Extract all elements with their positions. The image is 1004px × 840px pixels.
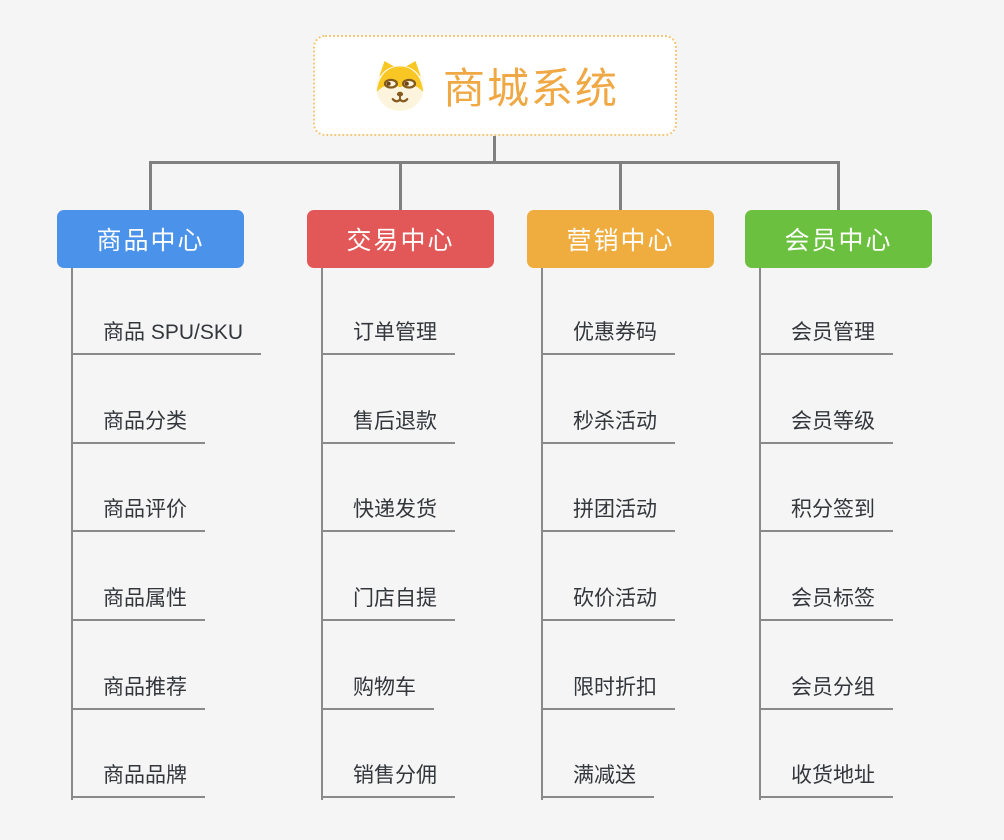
branch-node-label: 商品中心 <box>96 227 205 255</box>
branch-node-label: 会员中心 <box>784 227 893 255</box>
child-node[interactable]: 优惠券码 <box>541 320 675 355</box>
child-node[interactable]: 会员标签 <box>759 586 893 621</box>
child-node[interactable]: 收货地址 <box>759 763 893 798</box>
branch-node-marketing-center[interactable]: 营销中心 <box>527 210 714 268</box>
child-node[interactable]: 限时折扣 <box>541 675 675 710</box>
branch-node-product-center[interactable]: 商品中心 <box>57 210 244 268</box>
trunk-line-member <box>759 268 761 800</box>
child-node[interactable]: 商品分类 <box>71 409 205 444</box>
branch-node-trade-center[interactable]: 交易中心 <box>307 210 494 268</box>
connector-drop-trade <box>399 163 402 211</box>
child-node[interactable]: 会员等级 <box>759 409 893 444</box>
child-node[interactable]: 快递发货 <box>321 497 455 532</box>
child-node[interactable]: 商品属性 <box>71 586 205 621</box>
child-node[interactable]: 砍价活动 <box>541 586 675 621</box>
child-node[interactable]: 订单管理 <box>321 320 455 355</box>
child-node[interactable]: 购物车 <box>321 675 434 710</box>
connector-drop-member <box>837 163 840 211</box>
child-node[interactable]: 积分签到 <box>759 497 893 532</box>
child-node[interactable]: 秒杀活动 <box>541 409 675 444</box>
child-node[interactable]: 商品推荐 <box>71 675 205 710</box>
connector-drop-product <box>149 163 152 211</box>
trunk-line-product <box>71 268 73 800</box>
connector-horizontal-bar <box>149 161 840 164</box>
branch-node-label: 交易中心 <box>346 227 455 255</box>
child-node[interactable]: 销售分佣 <box>321 763 455 798</box>
connector-drop-marketing <box>619 163 622 211</box>
child-node[interactable]: 满减送 <box>541 763 654 798</box>
trunk-line-marketing <box>541 268 543 800</box>
child-node[interactable]: 售后退款 <box>321 409 455 444</box>
child-node[interactable]: 拼团活动 <box>541 497 675 532</box>
root-node[interactable]: 商城系统 <box>313 35 677 136</box>
root-node-label: 商城系统 <box>442 65 619 112</box>
shiba-dog-icon <box>371 59 429 112</box>
branch-node-label: 营销中心 <box>566 227 675 255</box>
child-node[interactable]: 会员管理 <box>759 320 893 355</box>
child-node[interactable]: 会员分组 <box>759 675 893 710</box>
child-node[interactable]: 商品 SPU/SKU <box>71 320 262 355</box>
trunk-line-trade <box>321 268 323 800</box>
child-node[interactable]: 门店自提 <box>321 586 455 621</box>
connector-root-stub <box>493 136 496 163</box>
child-node[interactable]: 商品品牌 <box>71 763 205 798</box>
branch-node-member-center[interactable]: 会员中心 <box>745 210 932 268</box>
child-node[interactable]: 商品评价 <box>71 497 205 532</box>
